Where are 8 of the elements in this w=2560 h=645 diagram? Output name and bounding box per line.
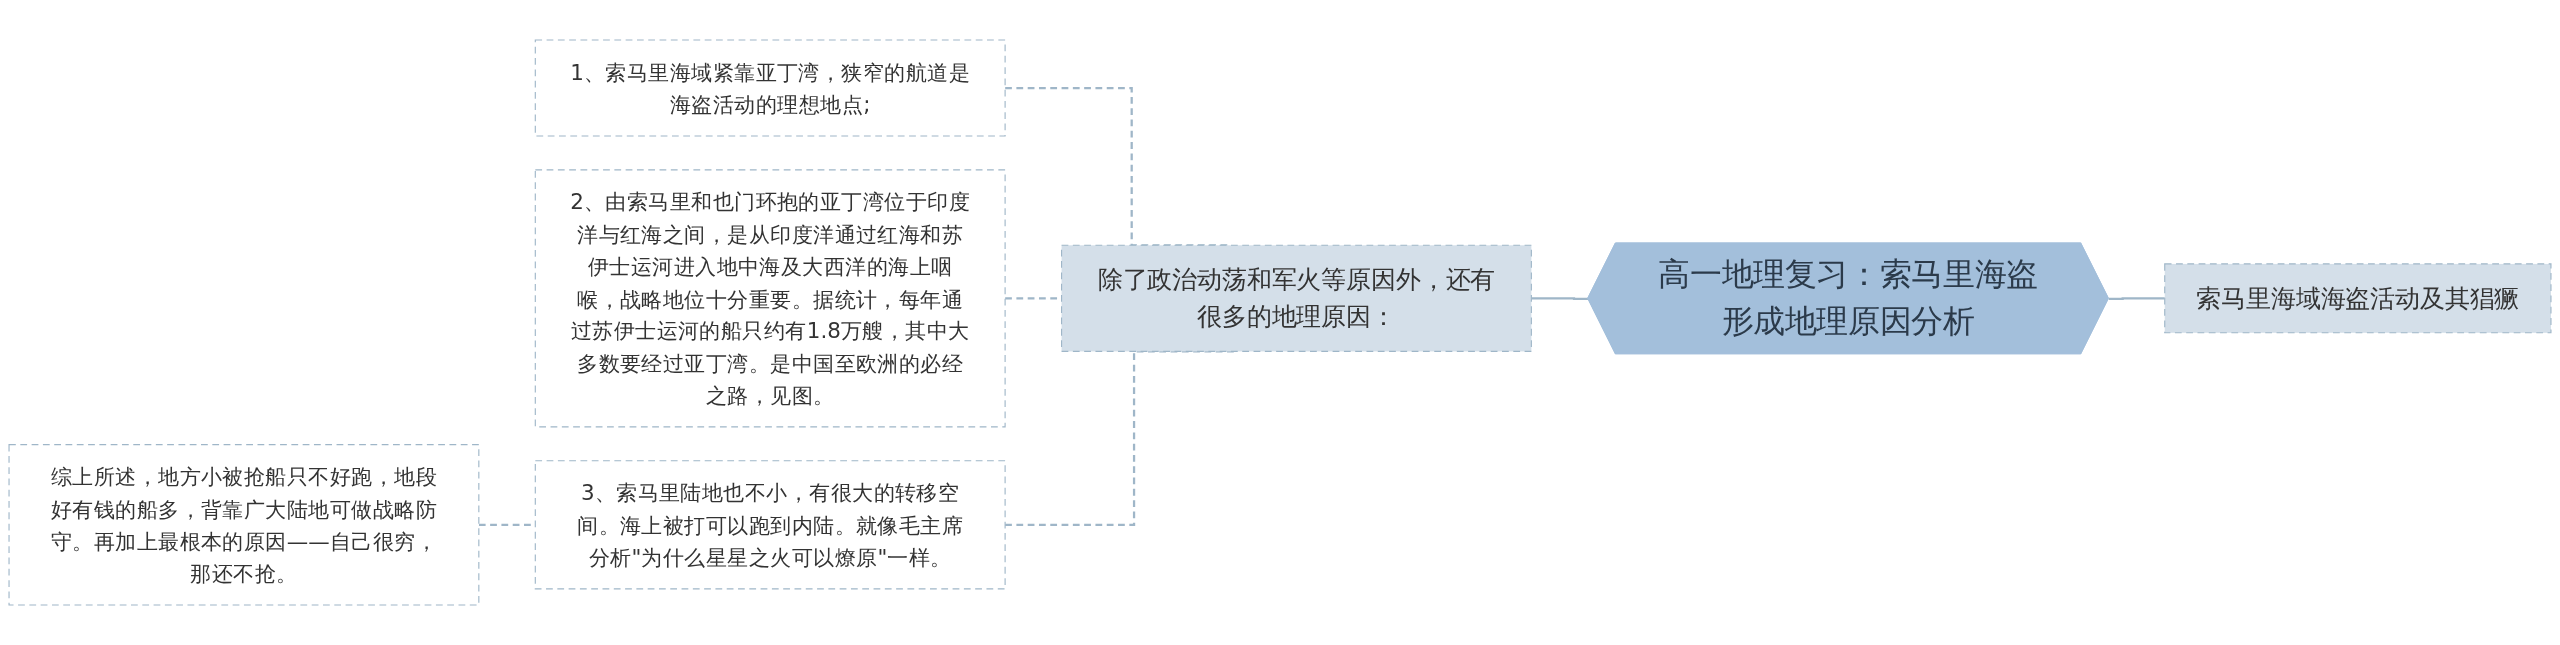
node-box: 1、索马里海域紧靠亚丁湾，狭窄的航道是海盗活动的理想地点;	[534, 39, 1006, 137]
node-box: 索马里海域海盗活动及其猖獗	[2164, 263, 2552, 334]
node-box: 2、由索马里和也门环抱的亚丁湾位于印度洋与红海之间，是从印度洋通过红海和苏伊士运河进入地中海及大西洋的海上咽喉，战略地位十分重要。据统计，每年通过苏伊士运河的船只约有1.8万艘，其中大多数要经过亚丁湾。是中国至欧洲的必经之路，见图。	[534, 169, 1006, 428]
node-box: 综上所述，地方小被抢船只不好跑，地段好有钱的船多，背靠广大陆地可做战略防守。再加上最根本的原因——自己很穷，那还不抢。	[8, 444, 480, 606]
connector	[2108, 297, 2165, 301]
node-box: 3、索马里陆地也不小，有很大的转移空间。海上被打可以跑到内陆。就像毛主席分析"为什么星星之火可以燎原"一样。	[534, 460, 1006, 590]
node-box: 除了政治动荡和军火等原因外，还有很多的地理原因：	[1061, 244, 1532, 352]
connector	[1531, 297, 1589, 301]
